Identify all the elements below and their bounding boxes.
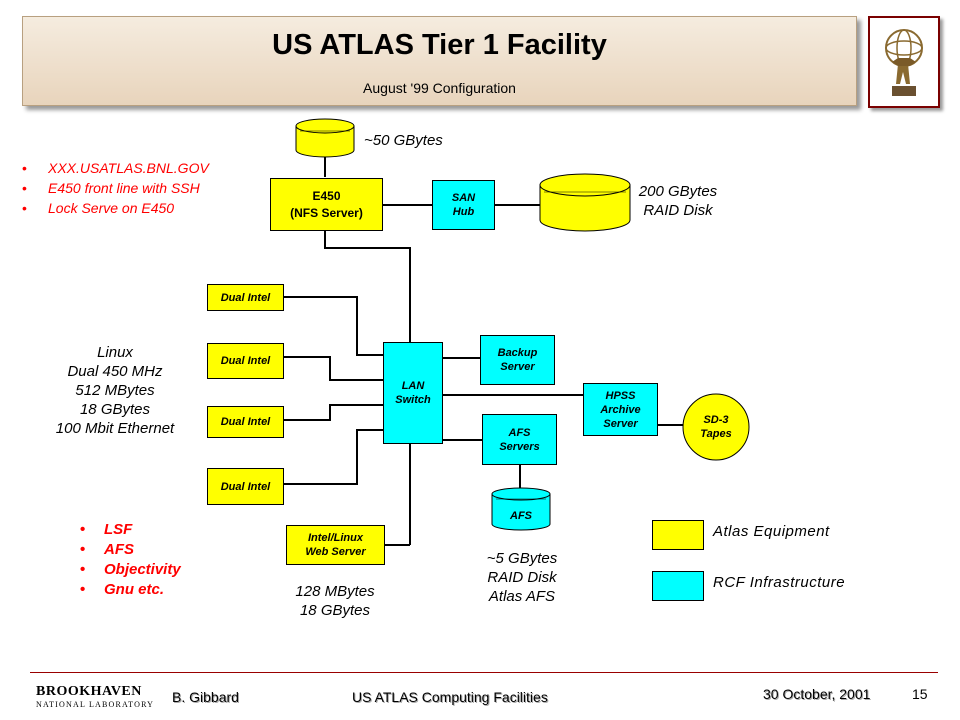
footer-date: 30 October, 2001 xyxy=(763,686,871,702)
spec-line: 512 MBytes xyxy=(75,382,155,399)
top-disk-note: ~50 GBytes xyxy=(364,132,443,149)
legend-swatch-atlas xyxy=(652,520,704,550)
legend-label-atlas: Atlas Equipment xyxy=(713,523,830,540)
node-label: SD-3 xyxy=(703,414,729,426)
bullet-list-top: XXX.USATLAS.BNL.GOV E450 front line with… xyxy=(18,158,209,218)
note-line: ~5 GBytes xyxy=(486,550,558,567)
note-line: 128 MBytes xyxy=(295,583,375,600)
bullet-item: XXX.USATLAS.BNL.GOV xyxy=(18,158,209,178)
legend-label-rcf: RCF Infrastructure xyxy=(713,574,846,591)
node-label: Web Server xyxy=(305,546,366,558)
bullet-list-bottom: LSF AFS Objectivity Gnu etc. xyxy=(78,520,181,600)
node-label: HPSS xyxy=(605,389,636,402)
raid-note: 200 GBytes RAID Disk xyxy=(618,182,738,220)
bullet-item: Gnu etc. xyxy=(78,580,181,600)
note-line: 18 GBytes xyxy=(299,602,371,619)
linux-spec-note: Linux Dual 450 MHz 512 MBytes 18 GBytes … xyxy=(36,343,194,438)
node-label: LAN xyxy=(401,380,425,392)
disk-50gb-icon xyxy=(295,118,355,158)
dual-intel-node: Dual Intel xyxy=(207,468,284,505)
note-line: RAID Disk xyxy=(643,202,713,219)
spec-line: Dual 450 MHz xyxy=(67,363,163,380)
dual-intel-node: Dual Intel xyxy=(207,406,284,438)
afs-raid-note: ~5 GBytes RAID Disk Atlas AFS xyxy=(462,549,582,606)
spec-line: 100 Mbit Ethernet xyxy=(55,420,175,437)
node-label: (NFS Server) xyxy=(290,205,363,220)
node-label: Archive xyxy=(600,403,641,416)
node-label: SAN xyxy=(451,192,476,204)
page-number: 15 xyxy=(912,686,928,702)
org-logo-line: NATIONAL LABORATORY xyxy=(36,700,155,709)
bullet-item: Lock Serve on E450 xyxy=(18,198,209,218)
node-label: AFS xyxy=(508,426,531,439)
node-label: Intel/Linux xyxy=(307,532,363,544)
spec-line: 18 GBytes xyxy=(79,401,151,418)
web-server-spec-note: 128 MBytes 18 GBytes xyxy=(275,582,395,620)
node-label: Tapes xyxy=(700,428,732,440)
page-subtitle: August '99 Configuration xyxy=(363,80,516,96)
footer-talk-title: US ATLAS Computing Facilities xyxy=(352,689,548,705)
dual-intel-node: Dual Intel xyxy=(207,284,284,311)
e450-node: E450 (NFS Server) xyxy=(270,178,383,231)
node-label: Hub xyxy=(452,206,475,218)
bullet-item: E450 front line with SSH xyxy=(18,178,209,198)
org-logo-line: BROOKHAVEN xyxy=(36,684,142,699)
page-title: US ATLAS Tier 1 Facility xyxy=(272,29,607,61)
title-banner: US ATLAS Tier 1 Facility August '99 Conf… xyxy=(22,16,857,106)
afs-disk-node: AFS xyxy=(510,510,532,522)
bullet-item: AFS xyxy=(78,540,181,560)
footer-divider xyxy=(30,672,938,673)
note-line: RAID Disk xyxy=(487,569,557,586)
sd3-tapes-icon xyxy=(682,393,750,461)
node-label: Backup xyxy=(497,347,538,359)
node-label: Servers xyxy=(499,440,540,453)
bullet-item: Objectivity xyxy=(78,560,181,580)
atlas-statue-icon xyxy=(885,29,923,96)
bullet-item: LSF xyxy=(78,520,181,540)
note-line: 200 GBytes xyxy=(638,183,718,200)
san-hub-node: SAN Hub xyxy=(432,180,495,230)
footer-author: B. Gibbard xyxy=(172,689,239,705)
raid-disk-icon xyxy=(539,173,631,232)
node-label: Switch xyxy=(395,394,431,406)
node-label: E450 xyxy=(312,188,341,203)
note-line: Atlas AFS xyxy=(488,588,556,605)
brookhaven-logo: BROOKHAVEN NATIONAL LABORATORY xyxy=(36,684,156,714)
legend-swatch-rcf xyxy=(652,571,704,601)
atlas-logo xyxy=(868,16,940,108)
dual-intel-node: Dual Intel xyxy=(207,343,284,379)
spec-line: Linux xyxy=(97,344,133,361)
node-label: Server xyxy=(603,417,638,430)
node-label: Server xyxy=(500,361,535,373)
afs-disk-icon xyxy=(491,487,551,531)
lan-switch-node: LAN Switch xyxy=(383,342,443,444)
